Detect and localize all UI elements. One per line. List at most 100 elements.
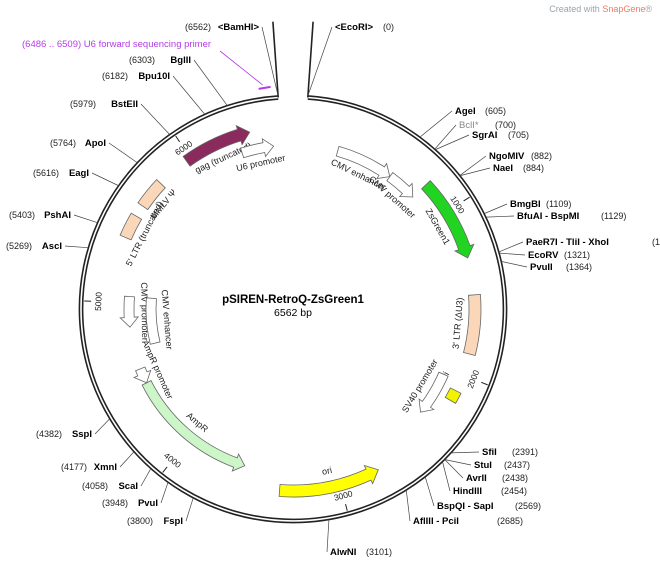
site-leader [499,252,526,256]
site-position: (5403) [9,210,35,220]
site-position: (605) [485,106,506,116]
site-position: (5979) [70,99,96,109]
site-name: EcoRV [528,250,559,261]
site-name: PshAI [44,210,71,221]
tick-label-2000: 2000 [465,368,481,390]
site-sspi[interactable]: SspI (4382) [36,418,110,440]
site-name: NgoMIV [489,151,525,162]
tick-label-5000: 5000 [93,292,104,312]
site-bsteii[interactable]: BstEII (5979) [70,99,170,135]
site-position: (5269) [6,241,32,251]
site-naei[interactable]: NaeI(884) [460,163,544,176]
site-leader [119,451,135,468]
primer-leader [219,50,263,86]
site-agei[interactable]: AgeI(605) [419,106,506,138]
backbone-inner-strand [81,98,505,521]
site-paer7i-tlii-xhoi[interactable]: PaeR7I - TliI - XhoI(1314) [499,237,660,253]
site-asci[interactable]: AscI(5269) [6,241,89,252]
site-name: BspQI - SapI [437,501,493,512]
site-leader [108,142,138,163]
site-bpu10i[interactable]: Bpu10I(6182) [102,71,205,115]
site-name: PvuI [138,498,158,509]
site-scai[interactable]: ScaI(4058) [82,468,152,492]
site-ecori[interactable]: <EcoRI>(0) [307,22,394,96]
site-position: (0) [383,22,394,32]
site-leader [91,172,119,186]
site-pshai[interactable]: PshAI (5403) [9,210,98,223]
site-leader [424,477,435,507]
feature-gag[interactable] [182,124,251,167]
site-xmni[interactable]: XmnI (4177) [61,451,135,473]
site-position: (2437) [504,460,530,470]
site-afliii-pcii[interactable]: AflIII - PciI(2685) [405,490,523,528]
site-bamhi[interactable]: <BamHI> (6562) [185,22,279,96]
site-position: (6562) [185,22,211,32]
feature-sv40-promoter[interactable] [418,371,449,413]
site-ecorv[interactable]: EcoRV(1321) [499,250,590,261]
site-position: (700) [495,120,516,130]
feature-cmv-promoter-right[interactable] [386,172,414,198]
feature-ampr[interactable] [141,380,246,472]
site-avrii[interactable]: AvrII(2438) [444,459,528,484]
site-position: (5764) [50,138,76,148]
site-position: (2438) [502,473,528,483]
feature-ori[interactable] [278,464,379,498]
site-position: (4177) [61,462,87,472]
site-position: (4382) [36,429,62,439]
feature-cmv-promoter-left[interactable] [119,295,140,328]
site-apoi[interactable]: ApoI(5764) [50,138,138,163]
site-bspqi-sapi[interactable]: BspQI - SapI(2569) [424,477,541,512]
plasmid-size: 6562 bp [274,307,312,319]
site-eagi[interactable]: EagI(5616) [33,168,119,186]
site-name: BmgBI [510,199,541,210]
site-position: (5616) [33,168,59,178]
feature-label-cmv-enhancer-left: CMV enhancer [160,289,175,350]
site-name: AlwNI [330,547,356,558]
site-name: XmnI [94,462,117,473]
feature-zsgreen1[interactable] [421,180,475,259]
site-leader [451,451,480,454]
site-pvuii[interactable]: PvuII(1364) [501,261,592,274]
site-position: (1109) [546,199,571,209]
site-position: (1364) [566,262,592,272]
site-name: HindIII [453,486,482,497]
primer-arrow [258,85,271,90]
restriction-site-layer: <EcoRI>(0) <BamHI> (6562) BglII(6303)Bpu10I… [6,22,660,558]
site-alwni[interactable]: AlwNI(3101) [326,519,392,558]
site-name: BclI* [459,120,479,131]
site-name: StuI [474,460,492,471]
site-bfuai-bspmi[interactable]: BfuAI - BspMI(1129) [486,211,626,222]
feature-ltr-5[interactable] [119,212,143,241]
site-hindiii[interactable]: HindIII(2454) [442,461,527,497]
site-bmgbi[interactable]: BmgBI (1109) [484,199,572,214]
site-stui[interactable]: StuI (2437) [444,459,530,471]
site-leader [160,482,169,504]
feature-u6-promoter[interactable] [240,137,275,159]
feature-cmv-enhancer-left[interactable] [145,297,161,345]
site-name: BstEII [111,99,138,110]
site-name: <BamHI> [218,22,260,33]
site-sgrai[interactable]: SgrAI(705) [435,130,529,150]
site-pvui[interactable]: PvuI(3948) [102,482,169,509]
plasmid-name: pSIREN-RetroQ-ZsGreen1 [222,294,364,306]
feature-cmv-enhancer-right[interactable] [335,145,391,180]
tick-label-4000: 4000 [162,450,183,470]
site-ngomiv[interactable]: NgoMIV(882) [459,151,552,176]
feature-ltr-3[interactable] [463,293,482,356]
site-leader [434,124,457,150]
site-sfii[interactable]: SfiI(2391) [451,447,538,458]
feature-mmlv-psi[interactable] [137,179,166,211]
site-fspi[interactable]: FspI(3800) [127,498,194,527]
feature-sv40-ori[interactable] [444,387,462,404]
site-name: SspI [72,429,92,440]
site-leader [484,203,508,214]
site-bglii[interactable]: BglII(6303) [129,55,228,106]
site-name: SfiI [482,447,497,458]
site-position: (1314) [652,237,660,247]
site-position: (2685) [497,516,523,526]
site-bcli-[interactable]: BclI* (700) [434,120,516,150]
feature-ampr-promoter[interactable] [133,366,152,384]
site-leader [442,461,451,492]
feature-label-ltr-3: 3' LTR (ΔU3) [451,297,465,349]
